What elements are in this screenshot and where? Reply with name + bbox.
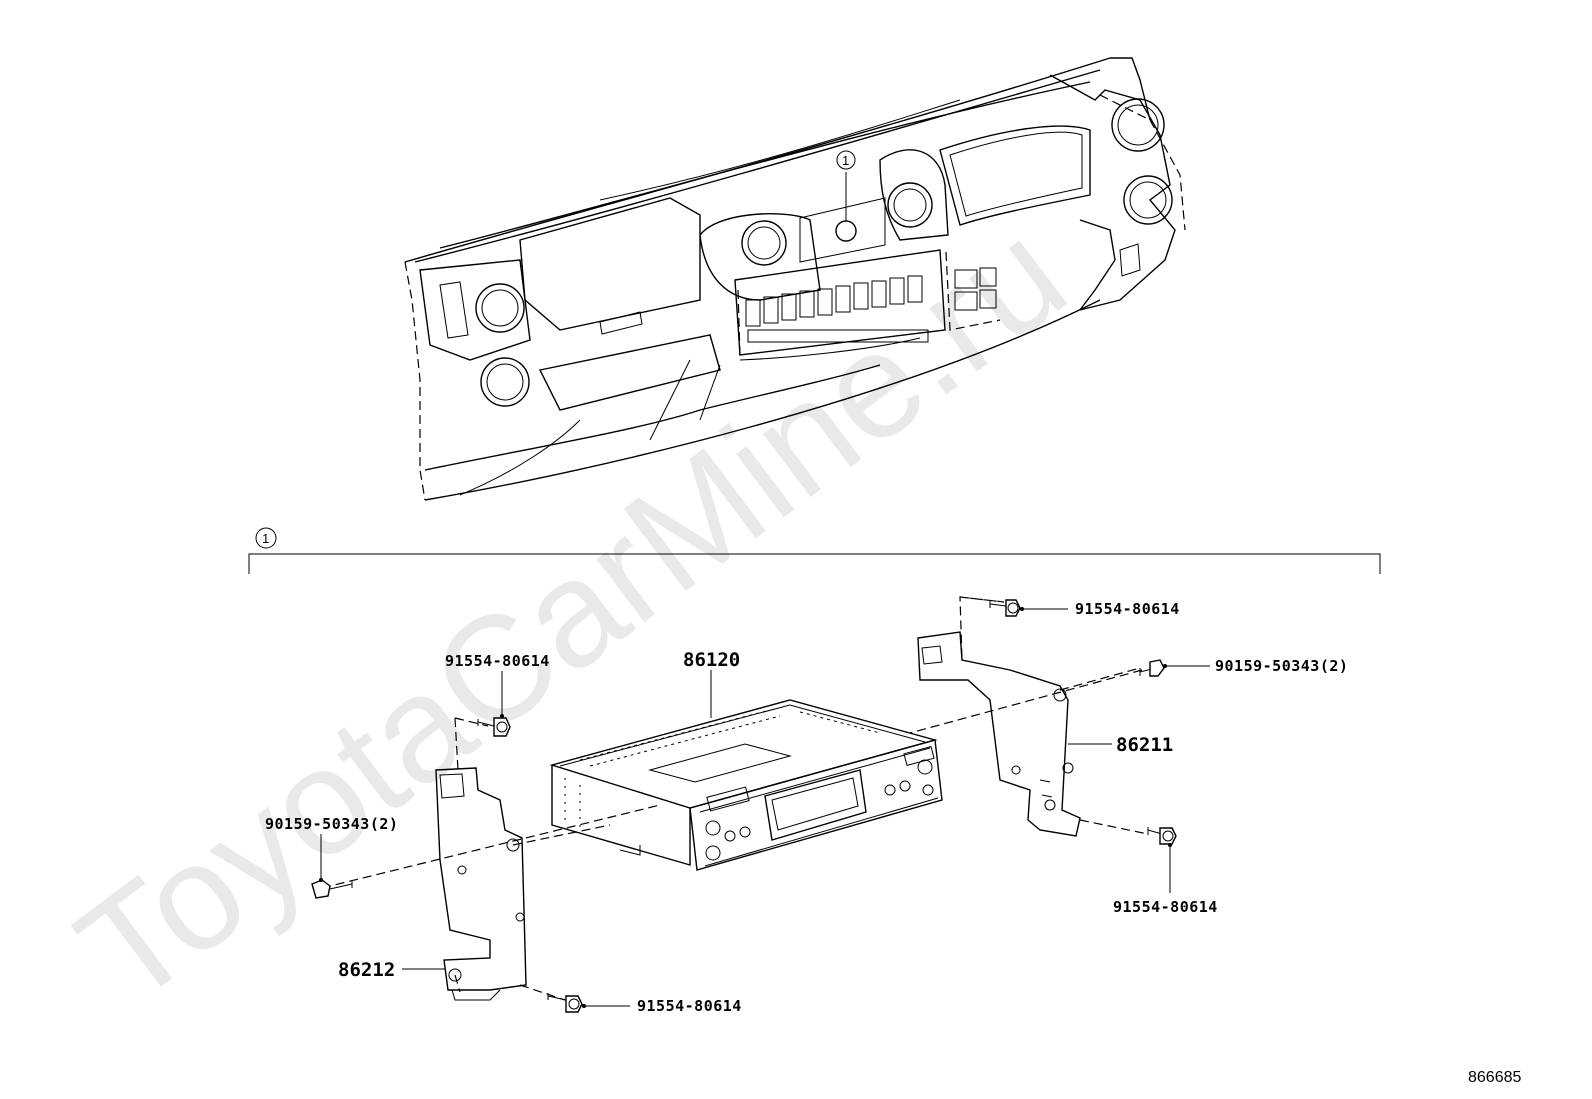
diagram-id: 866685 [1468, 1069, 1521, 1086]
radio-unit [549, 699, 943, 871]
screw-left [311, 879, 353, 899]
screw-right [1139, 659, 1165, 677]
left-bracket [435, 767, 527, 1001]
section-bracket: 1 [248, 527, 1381, 574]
bolt-right-top [989, 599, 1021, 617]
dashboard-illustration: 1 [404, 57, 1186, 501]
bolt-left-top-label: 91554-80614 [445, 652, 550, 670]
right-bracket-label: 86211 [1116, 734, 1173, 756]
bolt-right-bottom [1147, 827, 1177, 845]
screw-left-label: 90159-50343(2) [265, 815, 398, 833]
radio-unit-label: 86120 [683, 649, 740, 671]
bolt-right-bottom-label: 91554-80614 [1113, 898, 1218, 916]
assembly-lines [321, 596, 1149, 1001]
screw-right-label: 90159-50343(2) [1215, 657, 1348, 675]
bolt-left-bottom [547, 993, 583, 1013]
dashboard-callout-number: 1 [842, 153, 849, 168]
left-bracket-label: 86212 [338, 959, 395, 981]
watermark-text: ToyotaCarMine.ru [48, 189, 1095, 1036]
bolt-left-bottom-label: 91554-80614 [637, 997, 742, 1015]
bolt-right-top-label: 91554-80614 [1075, 600, 1180, 618]
bolt-left-top [477, 717, 511, 737]
right-bracket [917, 631, 1081, 837]
section-callout-number: 1 [262, 531, 269, 546]
